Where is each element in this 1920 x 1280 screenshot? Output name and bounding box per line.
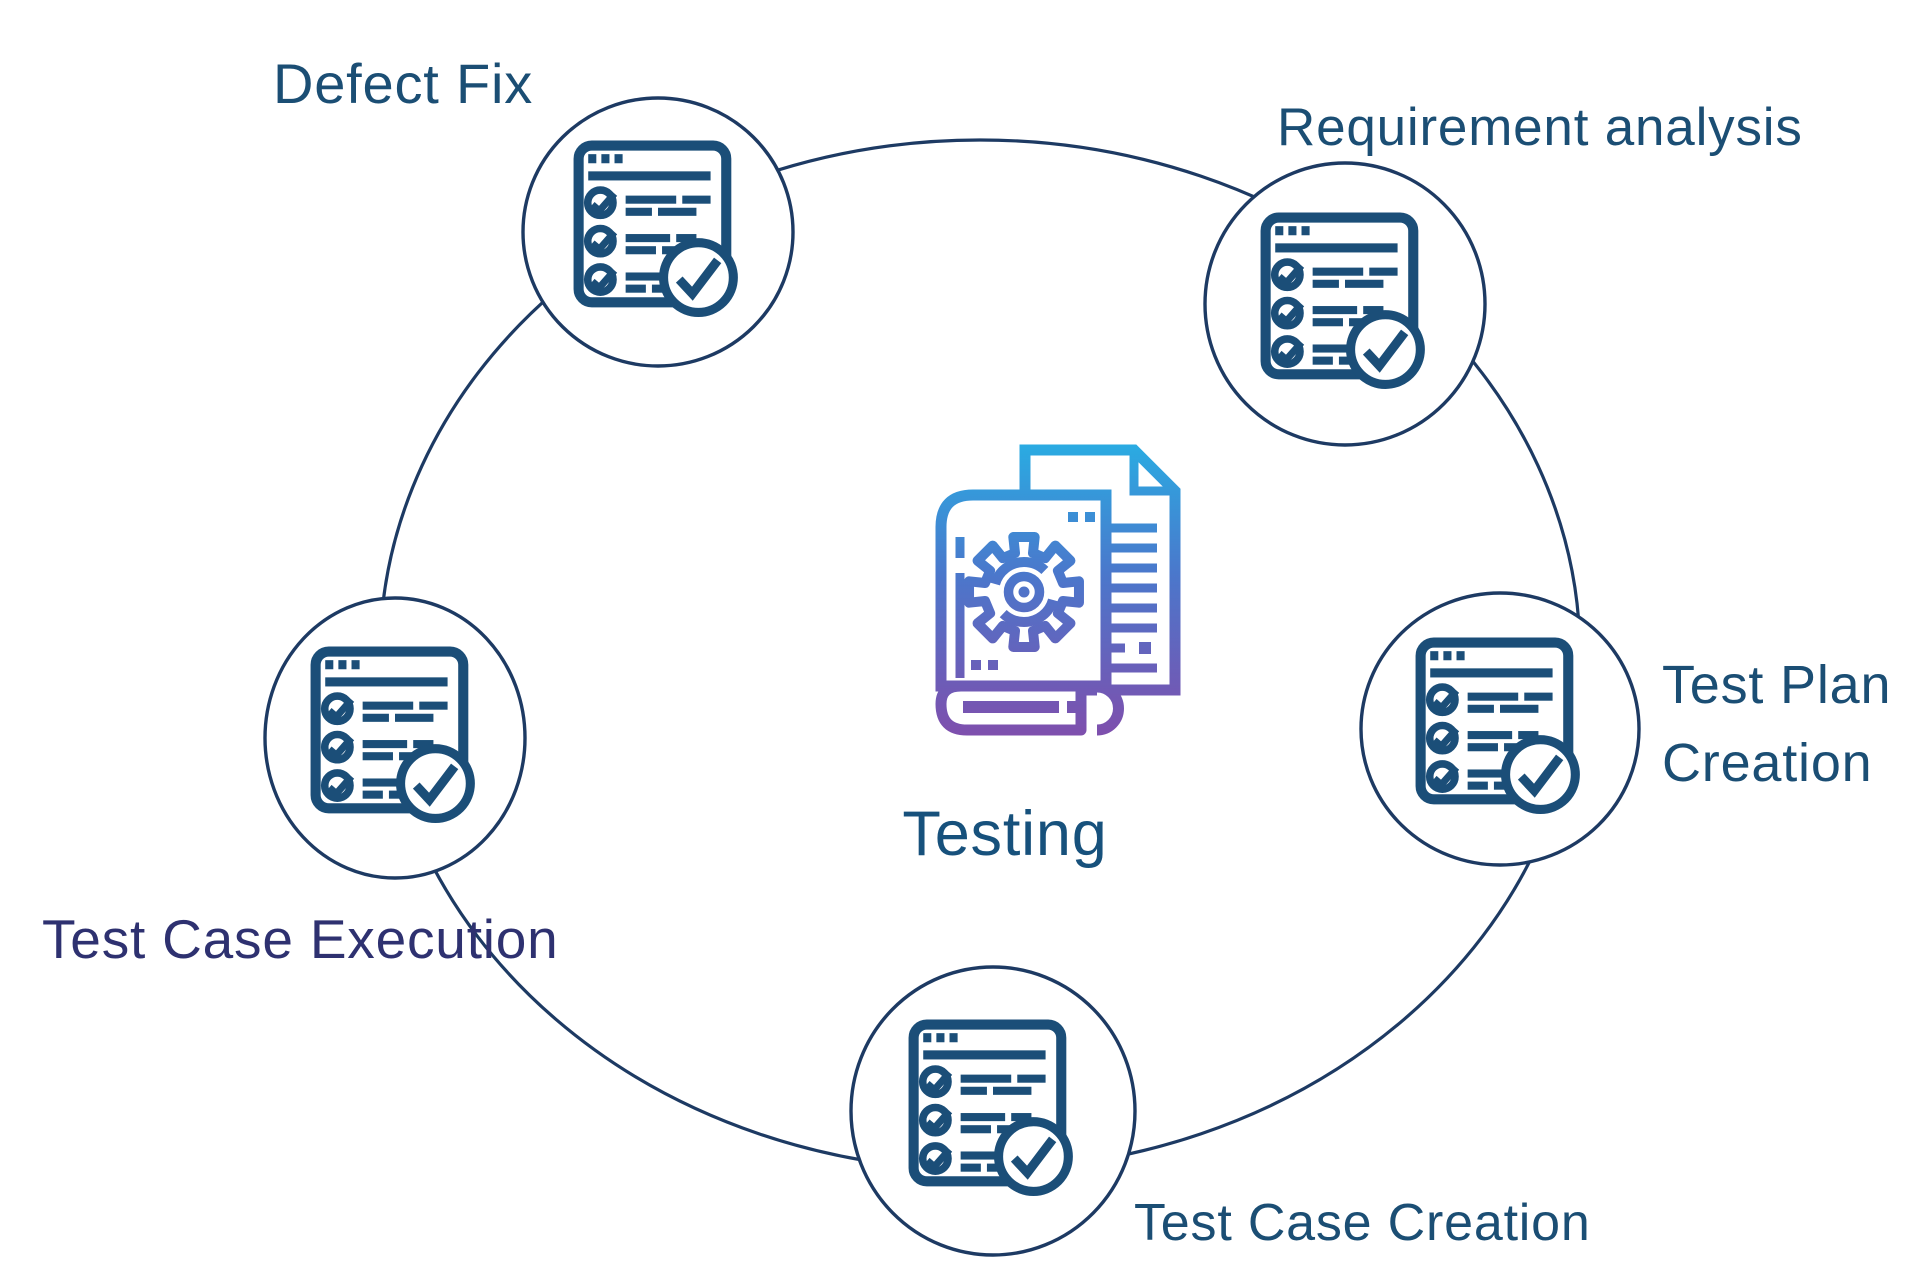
node-test-plan-creation xyxy=(1359,591,1641,867)
center-label: Testing xyxy=(902,799,1107,869)
checklist-checkmark-icon xyxy=(1266,218,1421,385)
label-test-case-creation: Test Case Creation xyxy=(1134,1194,1591,1252)
label-defect-fix: Defect Fix xyxy=(273,52,533,115)
checklist-checkmark-icon xyxy=(316,652,471,819)
label-test-plan-creation: Test Plan Creation xyxy=(1662,655,1891,793)
checklist-checkmark-icon xyxy=(579,146,734,313)
label-test-plan-line2: Creation xyxy=(1662,733,1873,793)
checklist-checkmark-icon xyxy=(1421,643,1576,810)
checklist-checkmark-icon xyxy=(914,1025,1069,1192)
label-test-case-execution: Test Case Execution xyxy=(42,908,559,970)
node-requirement-analysis xyxy=(1203,161,1487,447)
book-gear-document-icon xyxy=(941,450,1175,730)
node-test-case-creation xyxy=(849,965,1137,1257)
node-test-case-execution xyxy=(263,596,527,880)
label-test-plan-line1: Test Plan xyxy=(1662,655,1891,715)
node-defect-fix xyxy=(521,96,795,368)
label-requirement-analysis: Requirement analysis xyxy=(1277,98,1803,157)
